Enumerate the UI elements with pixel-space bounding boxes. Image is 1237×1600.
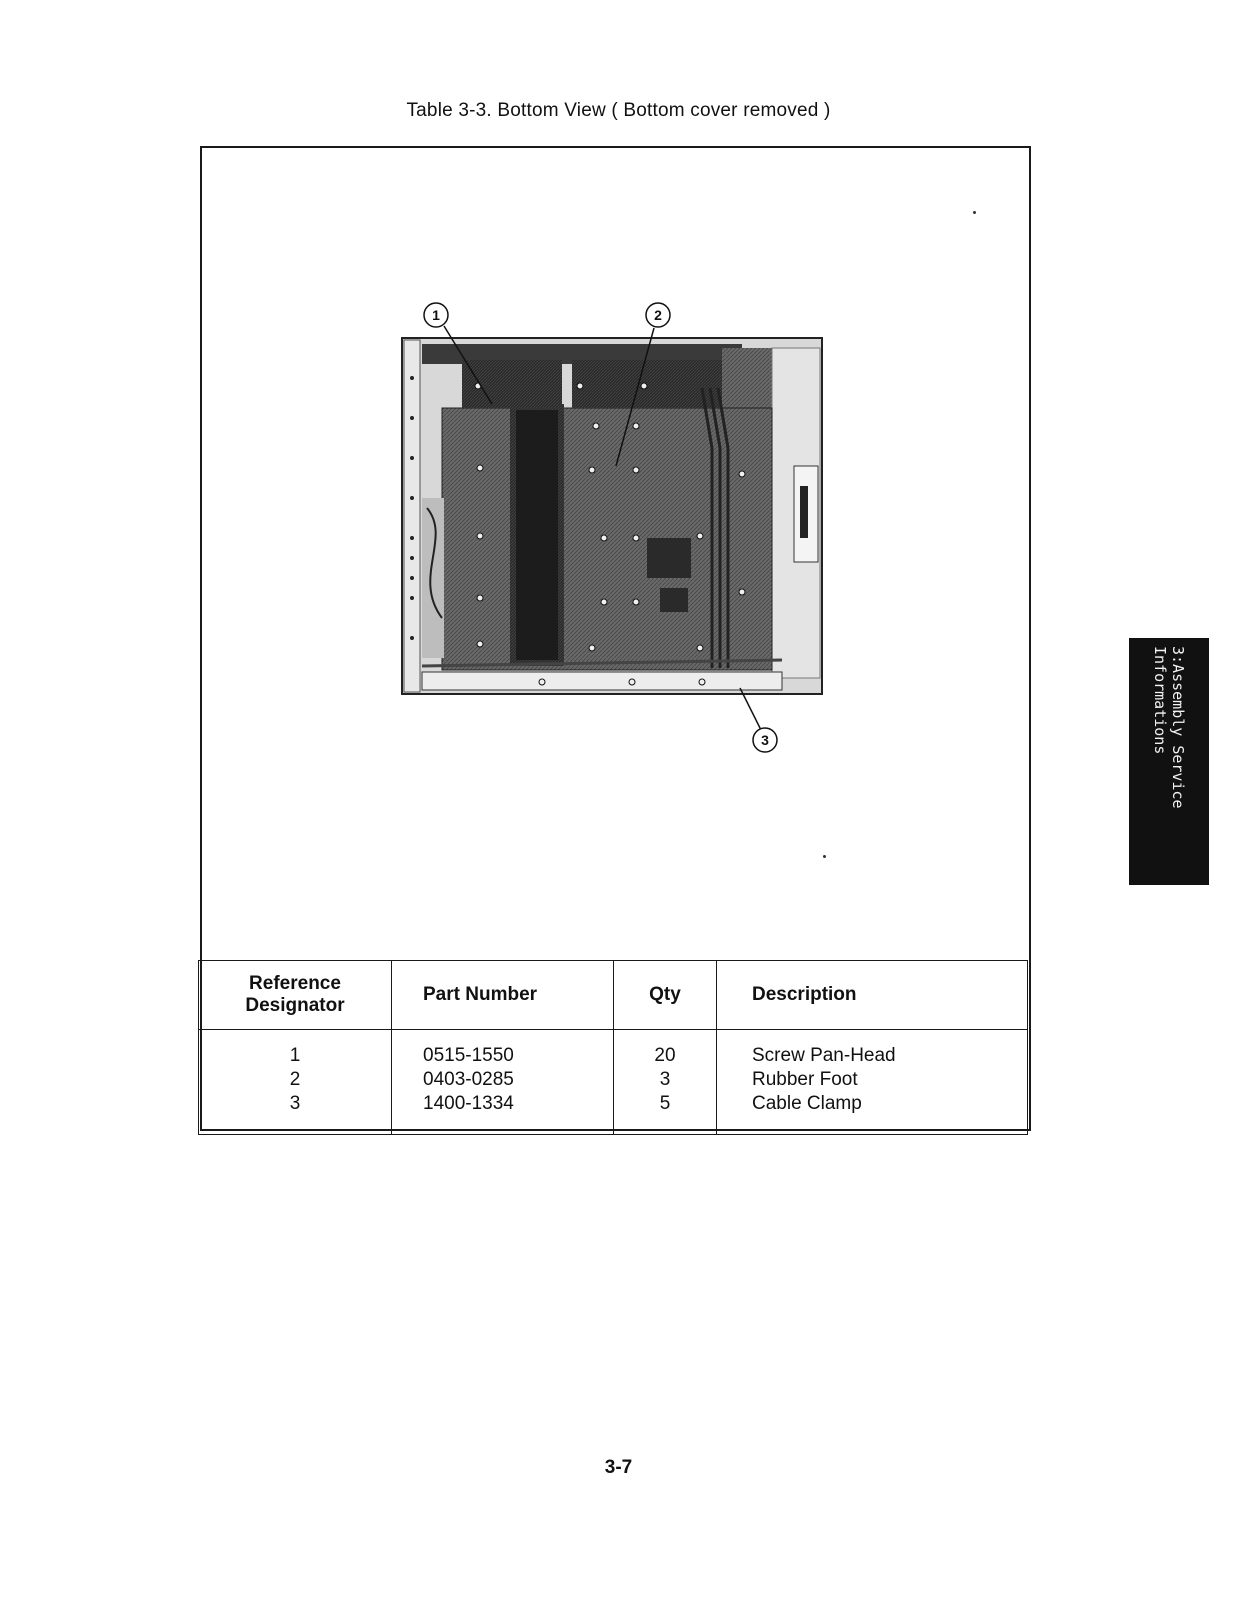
scan-speck [973,211,976,214]
ref-3: 3 [289,1093,301,1114]
table-caption: Table 3-3. Bottom View ( Bottom cover re… [406,100,831,121]
part-2: 0403-0285 [423,1069,514,1090]
header-ref-line2: Designator [245,995,345,1016]
ref-2: 2 [289,1069,301,1090]
desc-2: Rubber Foot [752,1069,858,1090]
desc-1: Screw Pan-Head [752,1045,896,1066]
qty-1: 20 [654,1045,676,1066]
part-cell: 0515-1550 0403-0285 1400-1334 [391,1029,614,1135]
leader-lines [443,325,763,733]
header-part-number: Part Number [391,960,614,1030]
callout-3: 3 [752,727,778,753]
header-reference-designator: Reference Designator [198,960,392,1030]
table-header-row: Reference Designator Part Number Qty Des… [198,960,1028,1030]
page-number: 3-7 [604,1457,633,1478]
header-qty: Qty [613,960,717,1030]
callout-3-label: 3 [761,732,769,748]
side-tab-line2: Informations [1151,646,1169,755]
table-row: 1 2 3 0515-1550 0403-0285 1400-1334 20 3… [198,1029,1028,1135]
side-tab-line1: 3:Assembly Service [1169,646,1187,809]
callout-2: 2 [645,302,671,328]
callout-1-label: 1 [432,307,440,323]
part-3: 1400-1334 [423,1093,514,1114]
qty-2: 3 [659,1069,671,1090]
figure-area: 1 2 3 [202,148,1029,960]
desc-3: Cable Clamp [752,1093,862,1114]
part-1: 0515-1550 [423,1045,514,1066]
parts-table: Reference Designator Part Number Qty Des… [198,960,1028,1135]
header-description: Description [716,960,1028,1030]
callout-2-label: 2 [654,307,662,323]
ref-cell: 1 2 3 [198,1029,392,1135]
qty-3: 5 [659,1093,671,1114]
desc-cell: Screw Pan-Head Rubber Foot Cable Clamp [716,1029,1028,1135]
qty-cell: 20 3 5 [613,1029,717,1135]
callout-1: 1 [423,302,449,328]
header-ref-line1: Reference [249,973,341,994]
scan-speck [823,855,826,858]
ref-1: 1 [289,1045,301,1066]
figure-frame: 1 2 3 Reference Designator Part Number Q… [198,146,1031,1135]
bottom-view-photo [401,337,823,695]
